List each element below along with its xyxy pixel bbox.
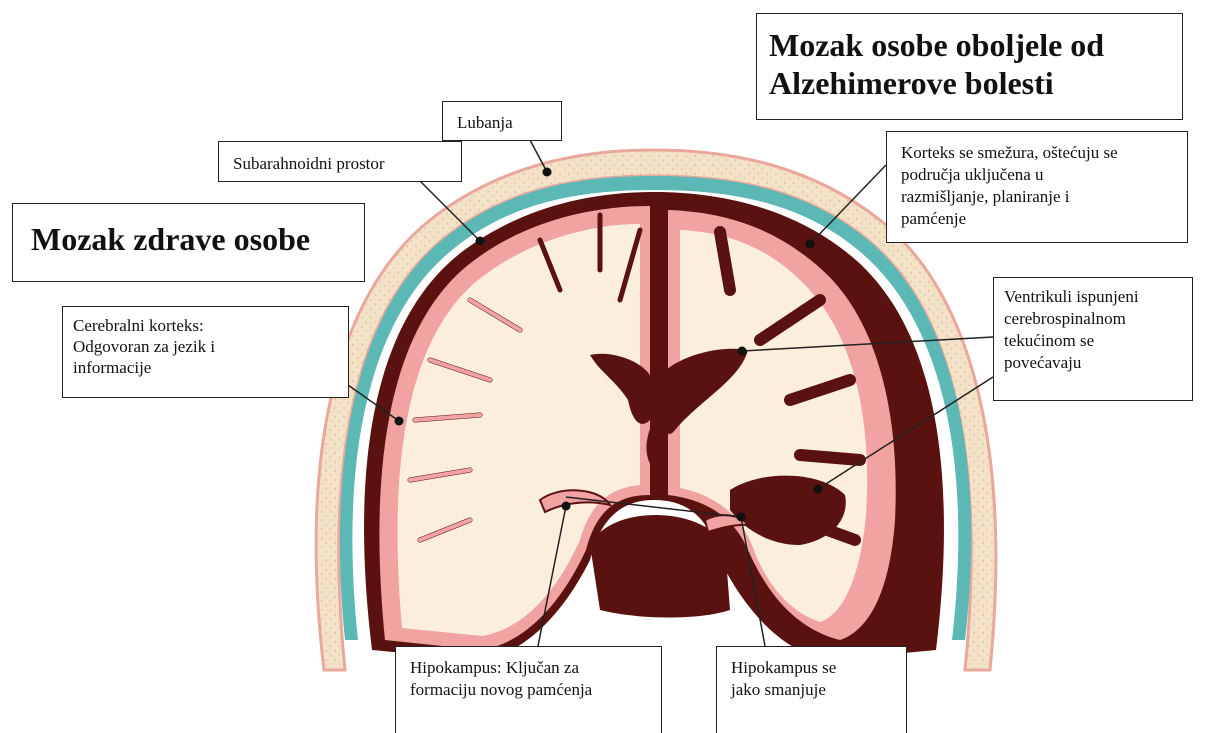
label-cortex-shrinks: Korteks se smežura, oštećuju se područja… <box>886 131 1188 243</box>
label-subarachnoid-space: Subarahnoidni prostor <box>218 141 462 182</box>
label-skull: Lubanja <box>442 101 562 141</box>
title-healthy-brain: Mozak zdrave osobe <box>12 203 365 282</box>
label-hippocampus-healthy: Hipokampus: Ključan za formaciju novog p… <box>395 646 662 733</box>
title-alzheimer-brain: Mozak osobe oboljele od Alzehimerove bol… <box>756 13 1183 120</box>
label-ventricles-enlarge: Ventrikuli ispunjeni cerebrospinalnom te… <box>993 277 1193 401</box>
label-cerebral-cortex: Cerebralni korteks: Odgovoran za jezik i… <box>62 306 349 398</box>
label-hippocampus-shrinks: Hipokampus se jako smanjuje <box>716 646 907 733</box>
